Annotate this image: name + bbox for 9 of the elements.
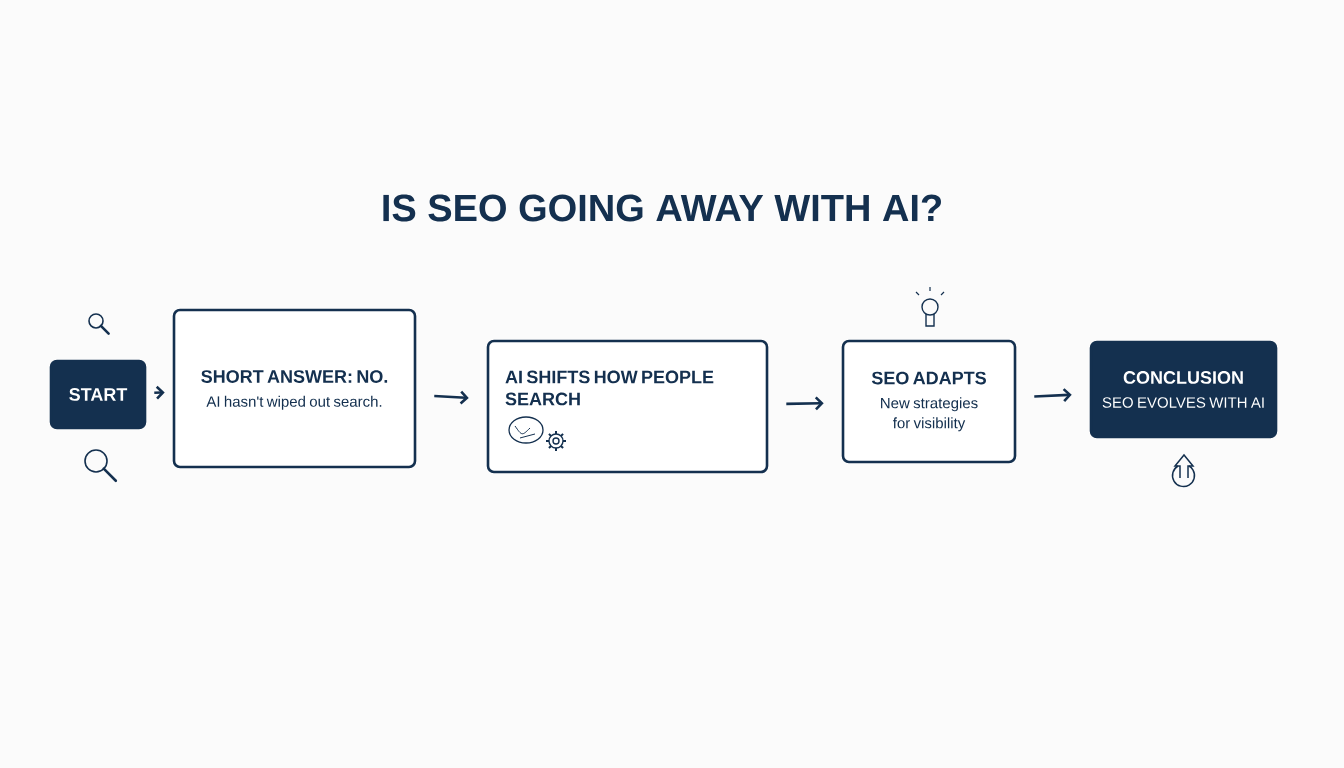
step-box: START (49, 359, 147, 430)
arrow (434, 390, 469, 405)
step-box: AI SHIFTS HOW PEOPLE SEARCH (486, 339, 769, 474)
step-box: SEO ADAPTS New strategies for visibility (841, 339, 1017, 464)
title: IS SEO GOING AWAY WITH AI? (383, 194, 941, 222)
arrow (1034, 388, 1072, 402)
arrow (786, 396, 824, 411)
step-box: SHORT ANSWER: NO. AI hasn't wiped out search. (172, 308, 417, 469)
step-box: CONCLUSION SEO EVOLVES WITH AI (1089, 340, 1278, 439)
